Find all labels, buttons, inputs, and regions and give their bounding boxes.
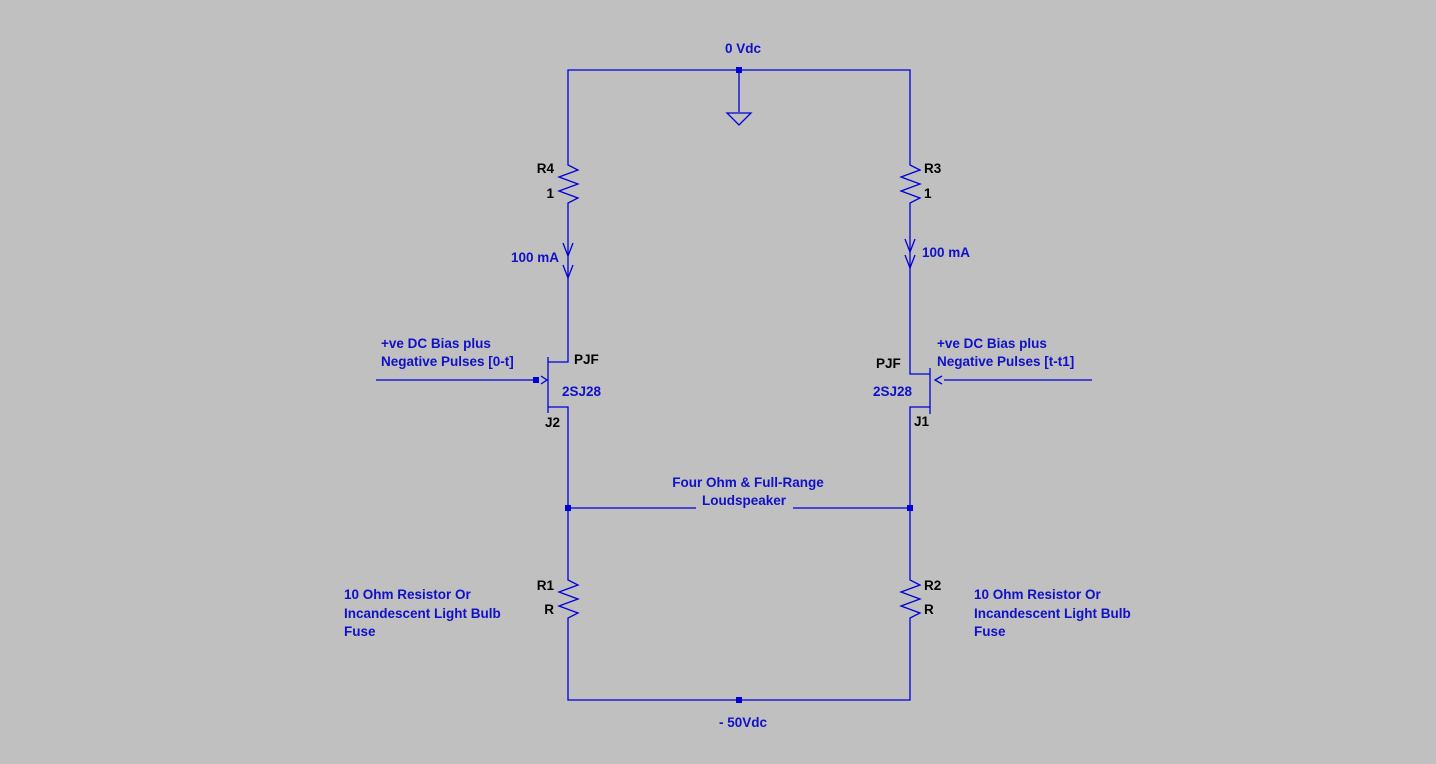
left-input-line1: +ve DC Bias plus: [381, 336, 491, 351]
net-label-minus-50vdc: - 50Vdc: [719, 715, 768, 730]
ground-symbol: [725, 112, 753, 126]
right-fuse-note-line2: Incandescent Light Bulb: [974, 606, 1131, 621]
left-input-line2: Negative Pulses [0-t]: [381, 354, 514, 369]
right-input-line2: Negative Pulses [t-t1]: [937, 354, 1074, 369]
r1-value: R: [544, 602, 554, 617]
right-fuse-note-line1: 10 Ohm Resistor Or: [974, 587, 1102, 602]
left-fuse-note-line1: 10 Ohm Resistor Or: [344, 587, 472, 602]
jfet-j2: [376, 350, 569, 420]
resistor-r2: [899, 575, 922, 624]
bottom-rail: [567, 624, 911, 703]
r4-name: R4: [537, 161, 555, 176]
right-current-label: 100 mA: [922, 245, 970, 260]
left-current-label: 100 mA: [511, 250, 559, 265]
resistor-r1: [557, 575, 580, 624]
net-label-0vdc: 0 Vdc: [725, 41, 762, 56]
left-current-arrow-icon: [562, 242, 574, 280]
resistor-r4: [557, 160, 580, 208]
load-label-line1: Four Ohm & Full-Range: [672, 475, 824, 490]
left-fuse-note-line2: Incandescent Light Bulb: [344, 606, 501, 621]
j1-part: 2SJ28: [873, 384, 913, 399]
load-label-line2: Loudspeaker: [702, 493, 787, 508]
r4-value: 1: [546, 186, 554, 201]
right-input-line1: +ve DC Bias plus: [937, 336, 1047, 351]
j2-model: PJF: [574, 352, 599, 367]
r1-name: R1: [537, 578, 555, 593]
right-fuse-note-line3: Fuse: [974, 624, 1006, 639]
r2-name: R2: [924, 578, 941, 593]
r2-value: R: [924, 602, 934, 617]
top-rail: [567, 67, 911, 160]
resistor-r3: [899, 160, 922, 208]
loudspeaker-load: [565, 505, 913, 511]
r3-name: R3: [924, 161, 942, 176]
j1-name: J1: [914, 414, 930, 429]
right-current-arrow-icon: [904, 238, 916, 270]
j2-part: 2SJ28: [562, 384, 602, 399]
j1-model: PJF: [876, 356, 901, 371]
j2-name: J2: [545, 415, 560, 430]
left-fuse-note-line3: Fuse: [344, 624, 376, 639]
r3-value: 1: [924, 186, 932, 201]
jfet-j1: [909, 350, 1092, 420]
